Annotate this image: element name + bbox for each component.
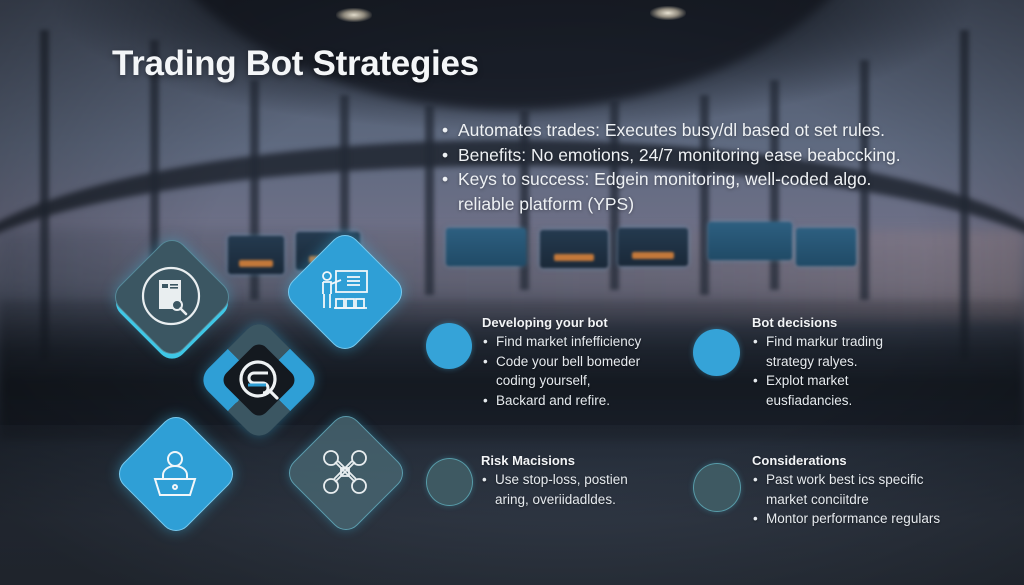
section-heading: Developing your bot <box>482 315 608 330</box>
drone-network-icon <box>283 410 407 534</box>
section-bot-decisions: Bot decisions Find markur trading strate… <box>752 315 912 410</box>
section-heading: Risk Macisions <box>481 453 575 468</box>
section-risk-macisions: Risk Macisions Use stop-loss, postien ar… <box>481 453 661 509</box>
document-search-icon <box>109 234 233 358</box>
section-bullet: Find market infefficiency <box>482 332 682 352</box>
laptop-user-icon <box>113 411 237 535</box>
section-bullet: Backard and refire. <box>482 391 682 411</box>
diamond-tile-document <box>108 233 236 361</box>
section-bullet: Use stop-loss, postien aring, overiidadl… <box>481 470 661 509</box>
intro-bullet: Keys to success: Edgein monitoring, well… <box>441 167 911 216</box>
section-bullet: Montor performance regulars <box>752 509 952 529</box>
slide-title: Trading Bot Strategies <box>112 44 479 83</box>
section-bullet: Past work best ics specific market conci… <box>752 470 952 509</box>
diamond-tile-drone <box>282 409 410 537</box>
section-node-risk <box>426 458 473 506</box>
diamond-tile-laptop-user <box>112 410 240 538</box>
section-bullet: Find markur trading strategy ralyes. <box>752 332 912 371</box>
diamond-tile-presentation <box>281 228 409 356</box>
diamond-tile-center-logo <box>196 317 322 443</box>
intro-bullet-list: Automates trades: Executes busy/dl based… <box>441 118 911 216</box>
section-heading: Bot decisions <box>752 315 838 330</box>
intro-bullet: Benefits: No emotions, 24/7 monitoring e… <box>441 143 911 168</box>
section-heading: Considerations <box>752 453 847 468</box>
intro-bullet: Automates trades: Executes busy/dl based… <box>441 118 911 143</box>
section-considerations: Considerations Past work best ics specif… <box>752 453 952 529</box>
s-magnifier-logo-icon <box>197 318 321 442</box>
section-developing-your-bot: Developing your bot Find market infeffic… <box>482 315 682 410</box>
section-node-decisions <box>693 329 740 376</box>
section-bullet: Explot market eusfiadancies. <box>752 371 912 410</box>
section-node-developing <box>426 323 472 369</box>
section-bullet: Code your bell bomeder coding yourself, <box>482 352 682 391</box>
section-node-considerations <box>693 463 741 512</box>
presentation-teacher-icon <box>282 229 406 353</box>
